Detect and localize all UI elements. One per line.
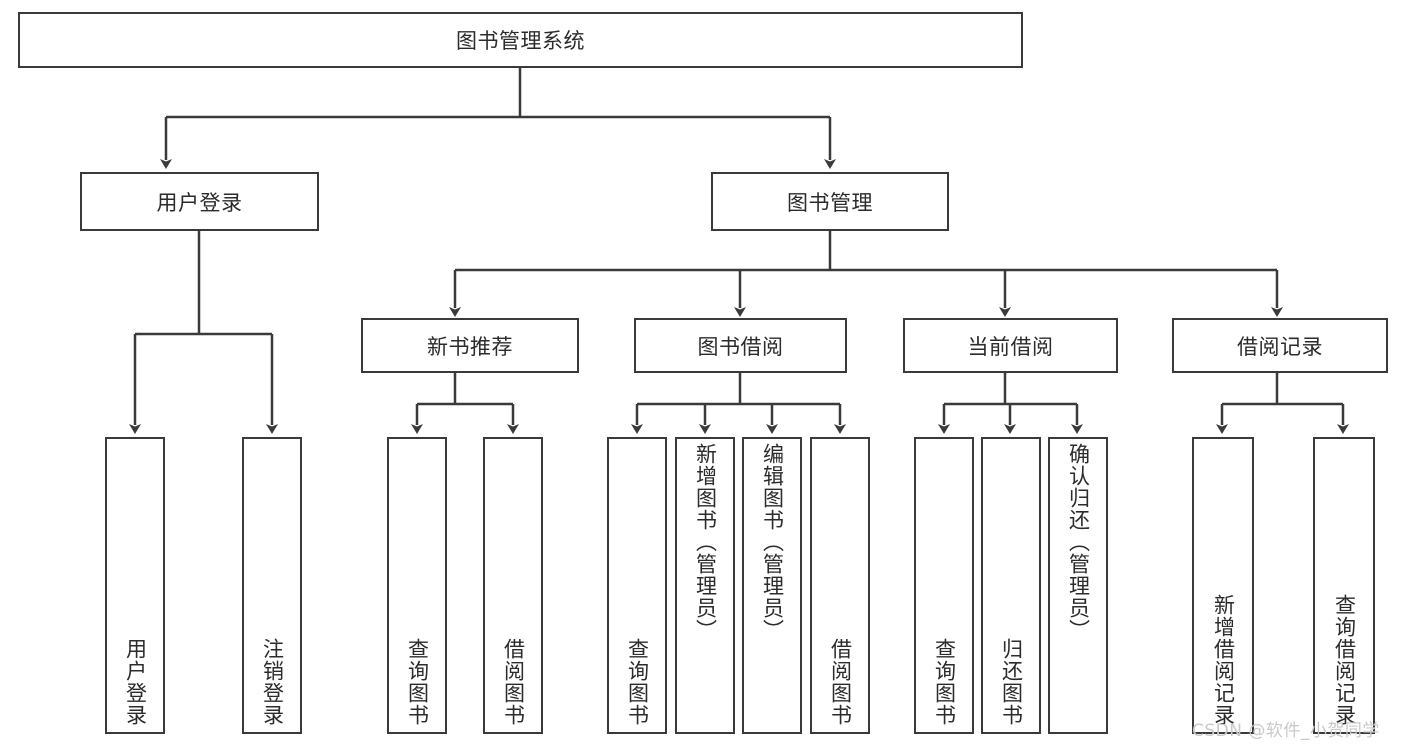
leaf-book-borrow-query-book[interactable]: 查询图书 <box>607 437 667 734</box>
node-label: 借阅记录 <box>1237 334 1323 359</box>
leaf-borrow-record-add-record[interactable]: 新增借阅记录 <box>1192 437 1254 734</box>
leaf-label: 注销登录 <box>260 638 285 726</box>
node-label: 图书管理 <box>787 190 873 215</box>
leaf-label: 借阅图书 <box>828 638 853 726</box>
leaf-label: 查询图书 <box>932 638 957 726</box>
node-root-book-management-system[interactable]: 图书管理系统 <box>18 12 1023 68</box>
leaf-book-borrow-add-book-admin[interactable]: 新增图书（管理员） <box>675 437 735 734</box>
leaf-borrow-record-query-record[interactable]: 查询借阅记录 <box>1313 437 1375 734</box>
leaf-current-borrow-confirm-return-admin[interactable]: 确认归还（管理员） <box>1048 437 1108 734</box>
node-label: 图书管理系统 <box>456 29 585 53</box>
leaf-label: 新增借阅记录 <box>1211 594 1236 726</box>
node-book-borrow[interactable]: 图书借阅 <box>634 318 847 373</box>
node-new-book-recommend[interactable]: 新书推荐 <box>361 318 579 373</box>
node-label: 当前借阅 <box>967 334 1054 359</box>
leaf-label: 查询图书 <box>405 638 430 726</box>
leaf-book-borrow-edit-book-admin[interactable]: 编辑图书（管理员） <box>742 437 802 734</box>
leaf-label: 查询图书 <box>625 638 650 726</box>
node-label: 图书借阅 <box>697 334 784 359</box>
leaf-label: 借阅图书 <box>501 638 526 726</box>
leaf-label: 查询借阅记录 <box>1332 594 1357 726</box>
leaf-new-book-borrow-book[interactable]: 借阅图书 <box>483 437 543 734</box>
node-current-borrow[interactable]: 当前借阅 <box>903 318 1118 373</box>
leaf-current-borrow-query-book[interactable]: 查询图书 <box>914 437 974 734</box>
leaf-user-login-login[interactable]: 用户登录 <box>105 437 165 734</box>
node-label: 用户登录 <box>156 190 243 215</box>
node-borrow-record[interactable]: 借阅记录 <box>1172 318 1388 373</box>
csdn-watermark: CSDN @软件_小贺同学 <box>1192 721 1380 741</box>
leaf-label: 编辑图书（管理员） <box>760 443 785 641</box>
node-user-login[interactable]: 用户登录 <box>80 172 319 231</box>
leaf-new-book-query-book[interactable]: 查询图书 <box>387 437 447 734</box>
leaf-book-borrow-borrow-book[interactable]: 借阅图书 <box>810 437 870 734</box>
leaf-label: 新增图书（管理员） <box>693 443 718 641</box>
leaf-label: 归还图书 <box>999 638 1024 726</box>
node-label: 新书推荐 <box>427 334 513 359</box>
leaf-current-borrow-return-book[interactable]: 归还图书 <box>981 437 1041 734</box>
leaf-user-login-logout[interactable]: 注销登录 <box>242 437 302 734</box>
node-book-management[interactable]: 图书管理 <box>711 172 949 231</box>
leaf-label: 用户登录 <box>123 638 148 726</box>
leaf-label: 确认归还（管理员） <box>1066 443 1091 641</box>
